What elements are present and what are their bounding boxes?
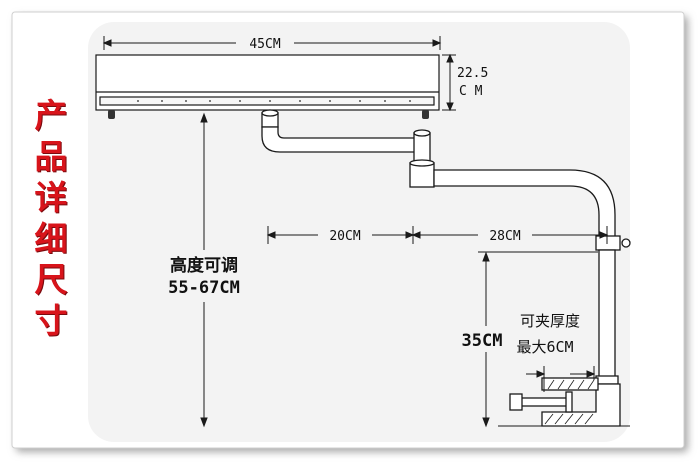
vertical-title: 产 品 详 细 尺 寸 [26, 95, 76, 341]
dim-clamp [526, 366, 596, 392]
title-char: 寸 [34, 301, 68, 340]
dim-height [200, 112, 208, 428]
lamp-led-dots [137, 100, 411, 102]
title-char: 细 [34, 219, 68, 258]
label-clamp-1: 可夹厚度 [520, 312, 580, 330]
dim-pole [478, 251, 598, 428]
dim-arm [266, 226, 609, 244]
background-panel [88, 22, 630, 442]
label-height-1: 高度可调 [170, 255, 238, 276]
label-pole: 35CM [462, 331, 503, 351]
clamp-hatching [544, 379, 595, 425]
dim-head-thick [442, 53, 456, 112]
title-char: 尺 [34, 260, 68, 299]
title-char: 详 [34, 178, 68, 217]
dim-top-width [102, 36, 442, 50]
label-top-width: 45CM [249, 37, 280, 52]
lamp-feet [108, 110, 429, 119]
label-arm-inner: 20CM [329, 229, 360, 244]
label-thick-1: 22.5 [457, 66, 488, 81]
title-char: 产 [34, 96, 68, 135]
lamp-head [95, 54, 440, 111]
title-char: 品 [34, 137, 68, 176]
label-clamp-2: 最大6CM [516, 338, 573, 356]
label-arm-outer: 28CM [489, 229, 520, 244]
label-height-2: 55-67CM [168, 278, 240, 298]
label-thick-2: C M [459, 84, 483, 99]
